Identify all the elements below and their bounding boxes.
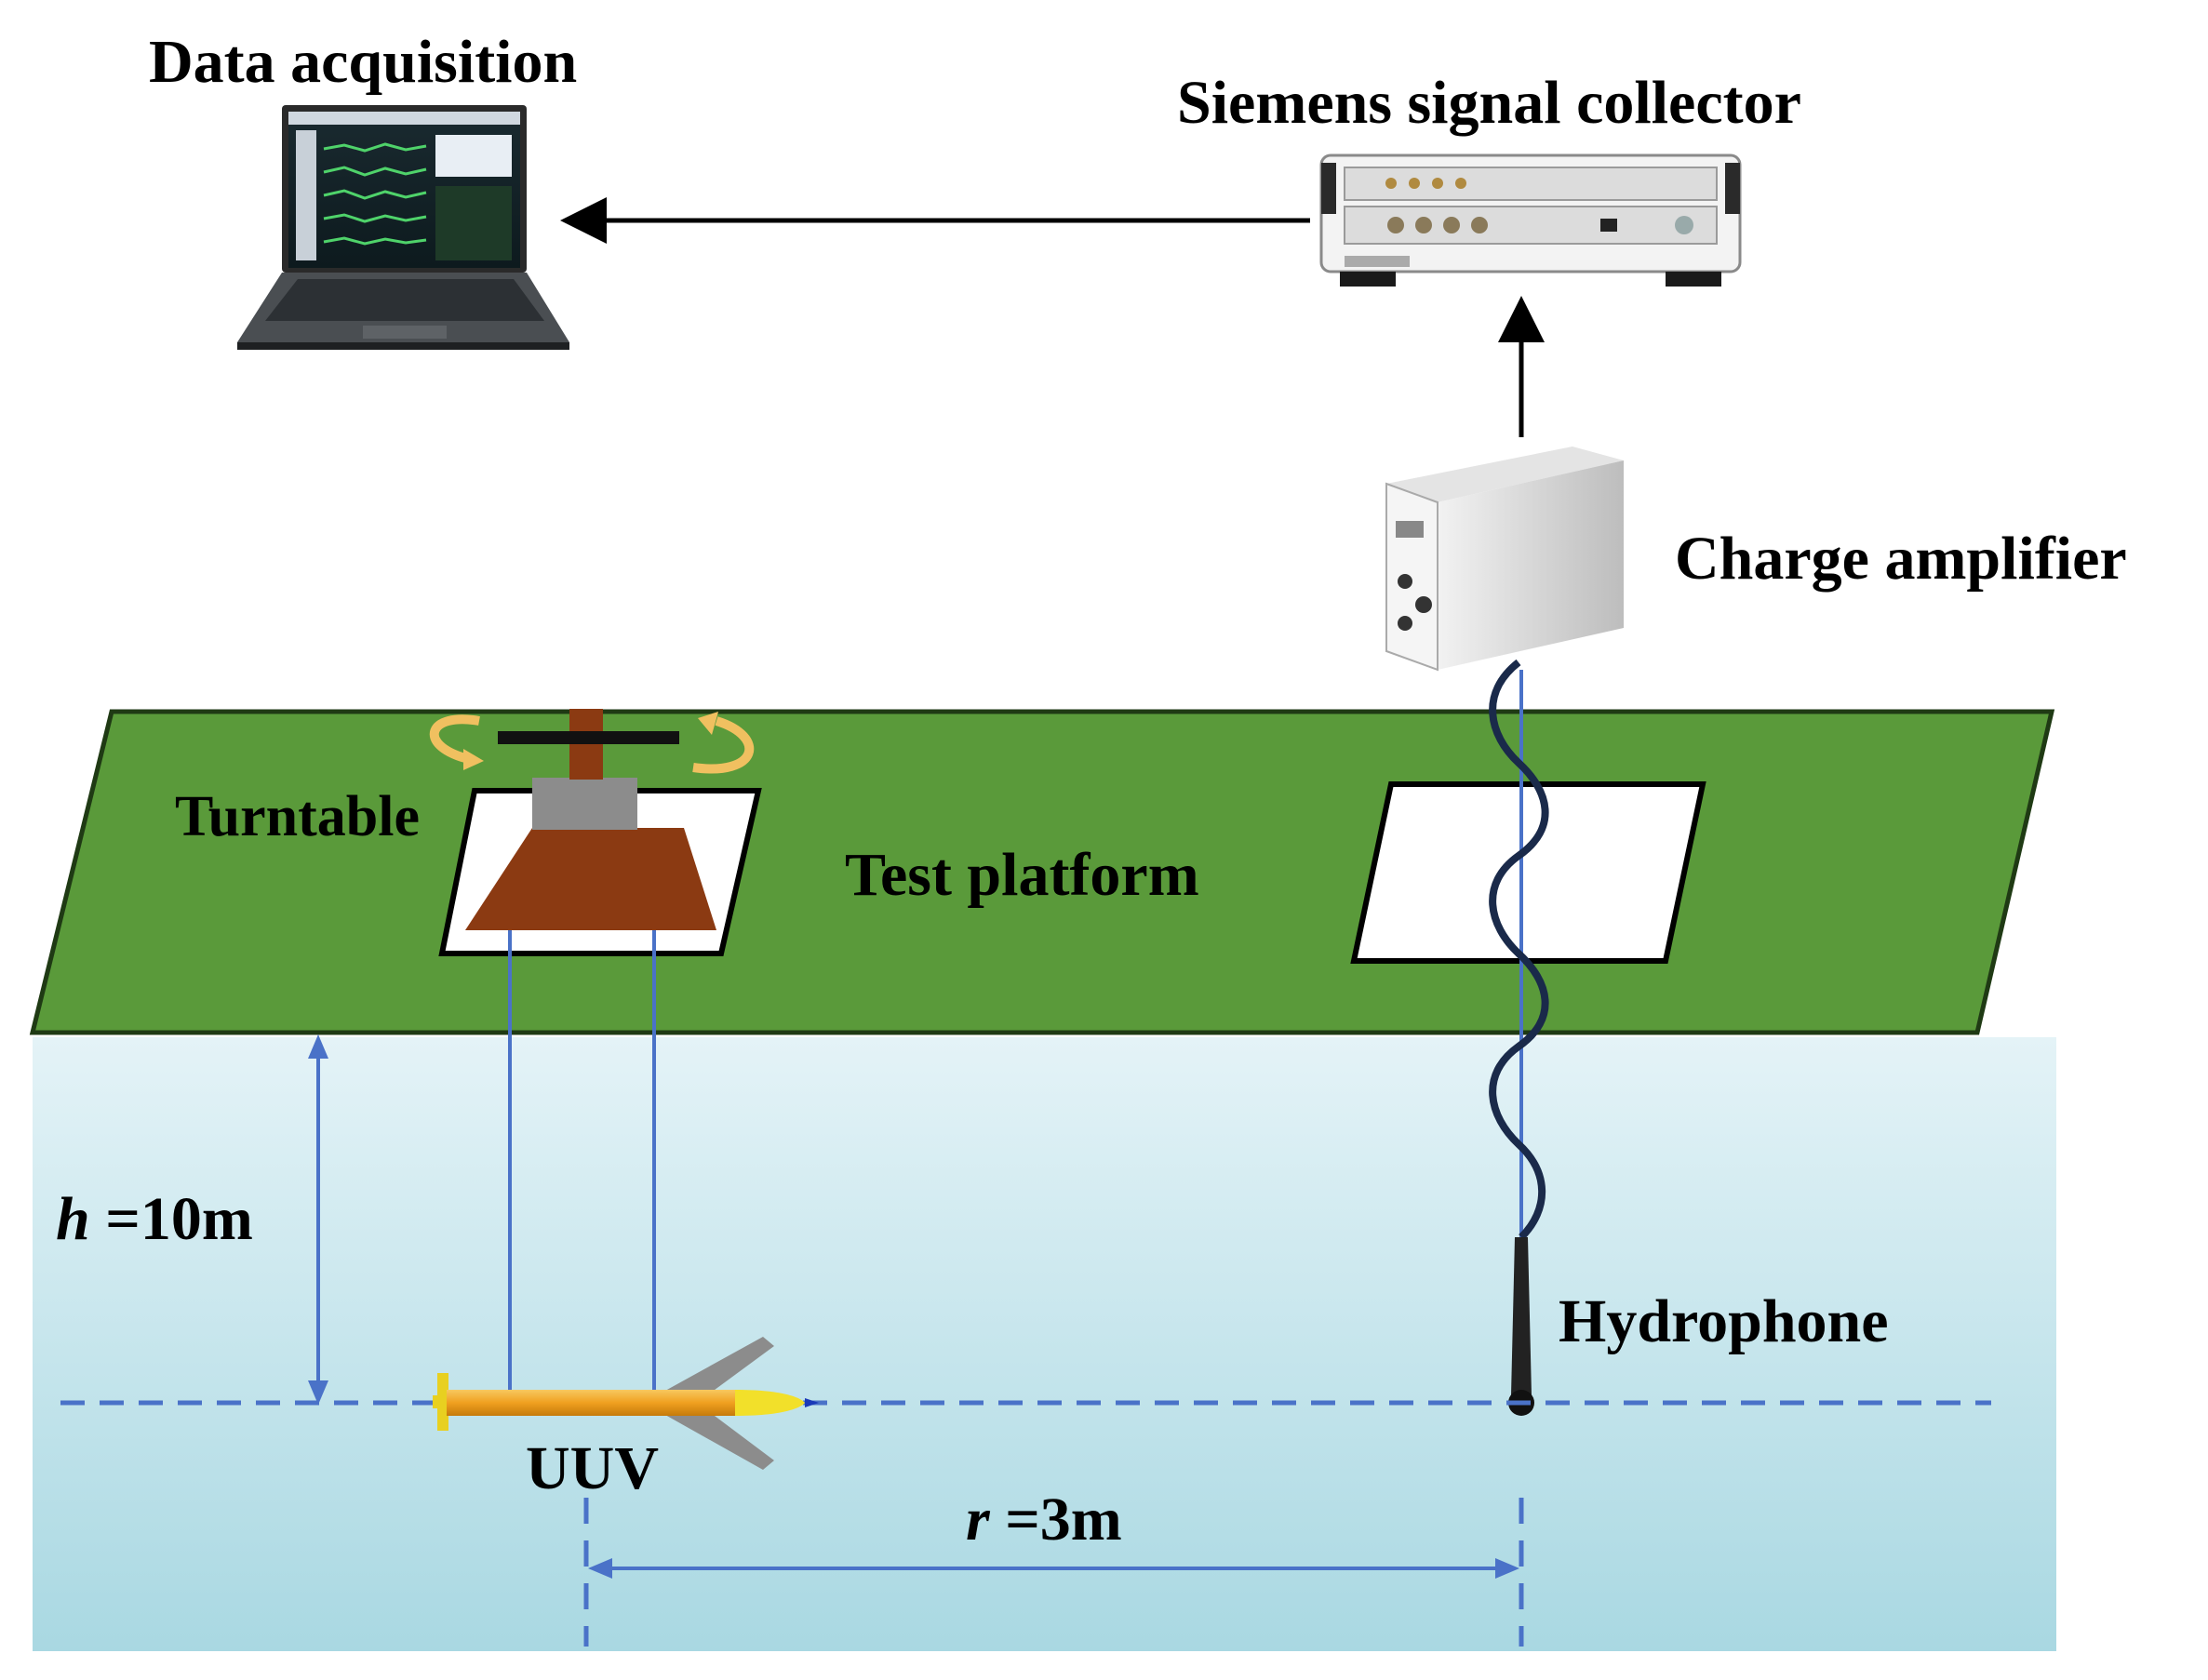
signal-collector-label: Siemens signal collector [1177, 69, 1801, 137]
h-symbol: h [56, 1185, 90, 1253]
hydrophone-label: Hydrophone [1559, 1287, 1889, 1355]
hydrophone-cable [1489, 659, 1549, 1240]
charge-amplifier-icon [1385, 447, 1624, 672]
uuv-icon [433, 1337, 819, 1470]
water-region [33, 1037, 2056, 1651]
charge-amplifier-label: Charge amplifier [1675, 525, 2127, 593]
data-acquisition-label: Data acquisition [149, 28, 577, 96]
test-platform-label: Test platform [845, 841, 1199, 909]
r-symbol: r [966, 1486, 991, 1553]
uuv-label: UUV [526, 1434, 659, 1502]
h-value: =10m [90, 1185, 253, 1253]
turntable-label: Turntable [175, 785, 420, 848]
h-dimension-arrow [308, 1034, 328, 1405]
hydrophone-opening [1350, 781, 1706, 964]
h-dimension-label: h =10m [56, 1185, 253, 1253]
hydrophone-icon [1508, 1237, 1534, 1416]
laptop-icon [237, 105, 569, 350]
r-dimension-label: r =3m [966, 1486, 1122, 1553]
r-dimension-arrow [588, 1558, 1519, 1579]
r-value: =3m [990, 1486, 1122, 1553]
signal-collector-icon [1319, 153, 1742, 287]
turntable-icon [429, 709, 755, 930]
